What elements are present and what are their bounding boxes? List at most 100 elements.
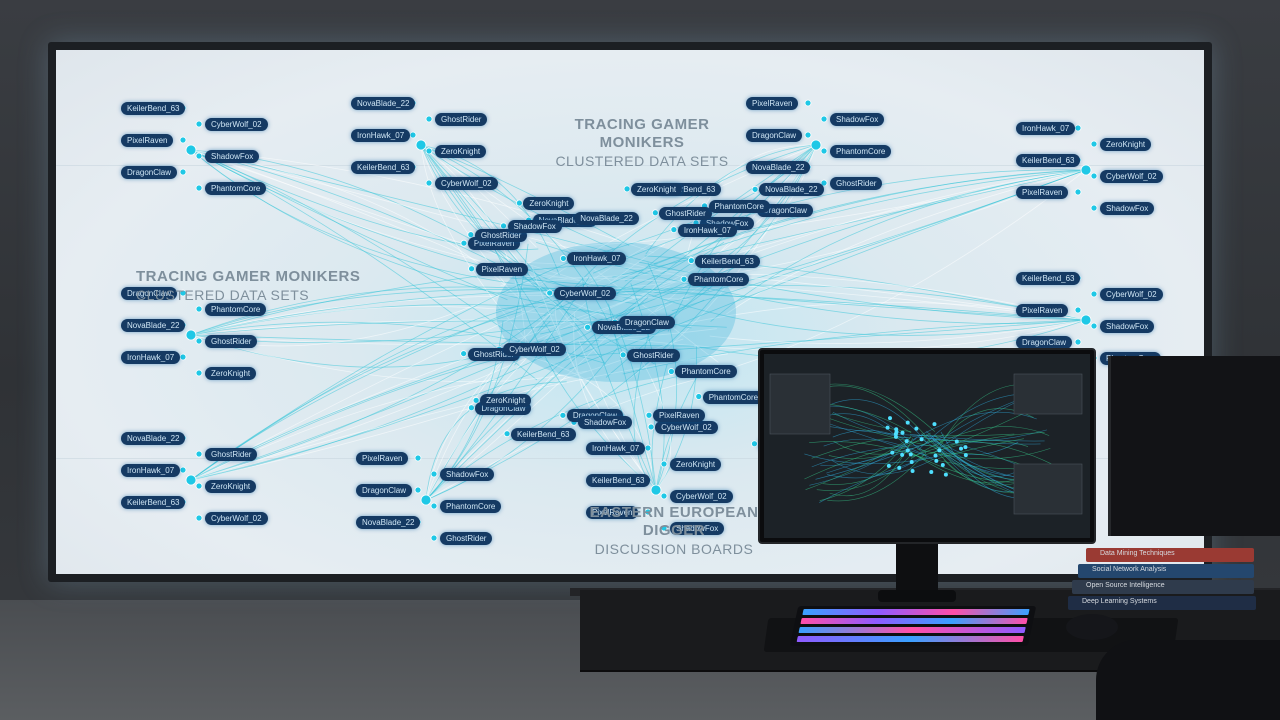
node-label-pill: ZeroKnight (523, 197, 575, 211)
node-label-pill: NovaBlade_22 (351, 97, 416, 110)
network-edge (190, 149, 658, 265)
book-3-title: Open Source Intelligence (1086, 582, 1165, 589)
mini-network-edge (811, 445, 937, 468)
keyboard-row-2 (800, 618, 1028, 624)
mini-network-node (937, 448, 942, 453)
network-node (1074, 124, 1082, 132)
node-label-pill: DragonClaw (756, 203, 813, 217)
node-label-pill: DragonClaw (746, 129, 803, 142)
network-node (185, 474, 197, 486)
mini-network-edge (828, 432, 931, 460)
node-label-pill: GhostRider (435, 113, 488, 126)
network-node (430, 502, 438, 510)
node-label-pill: GhostRider (830, 177, 883, 190)
network-node (660, 524, 668, 532)
mini-network-edge (937, 438, 1024, 459)
node-label-pill: NovaBlade_22 (759, 183, 824, 197)
book-4-title: Deep Learning Systems (1082, 598, 1157, 605)
keyboard-row-4 (796, 636, 1024, 642)
network-node (468, 265, 475, 273)
node-label-pill: CyberWolf_02 (503, 343, 566, 357)
network-node (195, 120, 203, 128)
network-node (179, 289, 187, 297)
heading-top-center: TRACING GAMER MONIKERS CLUSTERED DATA SE… (532, 116, 752, 170)
node-label-pill: PixelRaven (1016, 304, 1069, 317)
mini-network-edge (921, 432, 1045, 457)
network-node (1074, 338, 1082, 346)
network-node (623, 185, 631, 193)
node-label-pill: KeilerBend_63 (1016, 272, 1081, 285)
node-label-pill: DragonClaw (1016, 336, 1073, 349)
mini-network-node (900, 452, 905, 457)
mini-network-edge (917, 448, 1051, 460)
network-edge (645, 144, 817, 255)
network-node (503, 430, 511, 438)
mini-network-edge (831, 399, 928, 444)
book-4: Deep Learning Systems (1068, 596, 1256, 610)
network-node (468, 404, 475, 412)
mini-network-node (910, 468, 915, 473)
mini-network-edge (916, 433, 1015, 437)
heading-left-line1: TRACING GAMER MONIKERS (136, 268, 361, 285)
network-edge (506, 351, 657, 491)
book-2-title: Social Network Analysis (1092, 566, 1167, 573)
node-label-pill: CyberWolf_02 (655, 420, 718, 434)
network-node (460, 350, 468, 357)
network-edge (575, 169, 1087, 247)
network-node (420, 494, 432, 506)
book-1-title: Data Mining Techniques (1100, 550, 1175, 557)
network-edge (190, 254, 588, 481)
mini-network-edge (820, 438, 917, 466)
node-label-pill: ShadowFox (830, 113, 885, 126)
network-edge (653, 169, 1087, 264)
network-node (559, 411, 567, 419)
node-label-pill: NovaBlade_22 (121, 319, 186, 332)
node-label-pill: DragonClaw (356, 484, 413, 497)
node-label-pill: PhantomCore (687, 273, 750, 287)
mini-network-edge (946, 441, 1016, 465)
node-label-pill: ZeroKnight (205, 480, 257, 493)
node-label-pill: IronHawk_07 (121, 351, 181, 364)
mini-network-node (914, 426, 919, 431)
network-node (415, 139, 427, 151)
node-label-pill: DragonClaw (121, 287, 178, 300)
mini-network-edge (918, 436, 1024, 498)
node-label-pill: PixelRaven (746, 97, 799, 110)
network-edge (420, 144, 503, 264)
network-node (179, 168, 187, 176)
network-edge (512, 264, 657, 491)
network-edge (573, 313, 657, 491)
node-label-pill: ZeroKnight (480, 394, 532, 408)
desk-monitor-screen (764, 354, 1090, 538)
node-label-pill: KeilerBend_63 (586, 474, 651, 487)
network-node (647, 423, 655, 431)
mini-network-edge (938, 447, 1015, 477)
mini-network-node (905, 420, 910, 425)
mini-network-edge (829, 438, 914, 497)
network-node (185, 144, 197, 156)
network-node (804, 99, 812, 107)
network-edge (190, 295, 569, 481)
network-node (820, 115, 828, 123)
mouse (1066, 614, 1118, 640)
mini-network-node (886, 463, 891, 468)
node-label-pill: PhantomCore (708, 199, 770, 213)
network-node (751, 185, 759, 193)
mini-network-node (933, 453, 938, 458)
mini-network-node (959, 446, 964, 451)
mini-network-node (900, 430, 905, 435)
mini-network-node (893, 434, 898, 439)
heading-left: TRACING GAMER MONIKERS CLUSTERED DATA SE… (136, 268, 376, 304)
side-monitor (1108, 356, 1280, 536)
network-edge (190, 334, 587, 383)
heading-left-line2: CLUSTERED DATA SETS (136, 287, 310, 303)
mini-network-node (954, 439, 959, 444)
node-label-pill: ShadowFox (670, 522, 725, 535)
node-label-pill: CyberWolf_02 (670, 490, 733, 503)
mini-panel (1013, 373, 1083, 415)
book-3: Open Source Intelligence (1072, 580, 1254, 594)
network-edge (425, 297, 649, 501)
node-label-pill: NovaBlade_22 (356, 516, 421, 529)
network-node (460, 239, 468, 247)
network-edge (190, 149, 508, 301)
